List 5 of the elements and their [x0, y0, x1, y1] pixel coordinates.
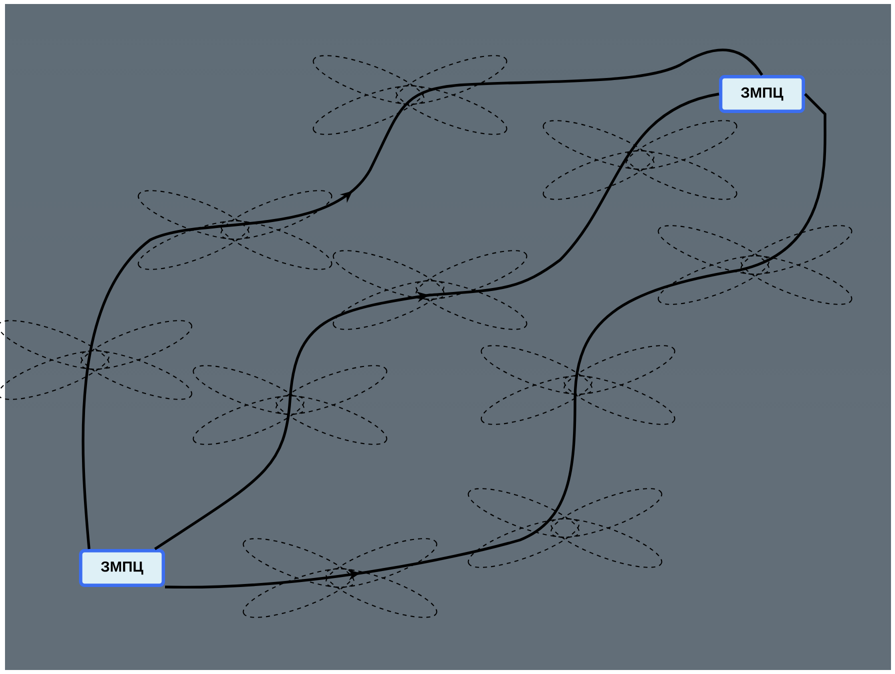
curved-arrow: [165, 93, 826, 588]
label-box: ЗМПЦ: [719, 75, 806, 113]
label-box: ЗМПЦ: [79, 549, 165, 587]
curved-arrow: [154, 92, 720, 550]
curved-arrow: [82, 48, 764, 550]
